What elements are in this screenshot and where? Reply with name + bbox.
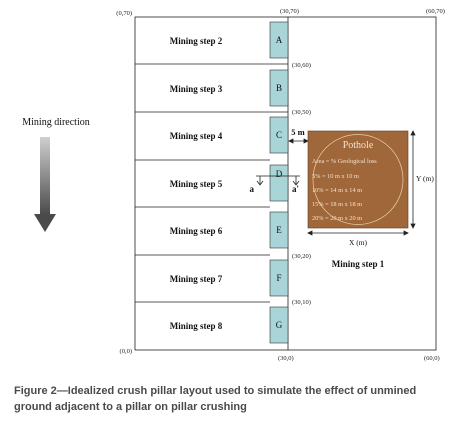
y-dimension	[410, 130, 416, 229]
mining-step-labels: Mining step 2 Mining step 3 Mining step …	[170, 36, 223, 331]
pillar-e	[269, 211, 289, 249]
step-dividers	[135, 63, 288, 303]
coord-top-right: (60,70)	[426, 8, 445, 15]
coord-bottom-mid: (30,0)	[278, 355, 294, 362]
section-mark	[256, 175, 300, 186]
step-label-2: Mining step 2	[170, 36, 223, 46]
pillar-f	[269, 259, 289, 297]
step-label-6: Mining step 6	[170, 226, 223, 236]
model-boundary	[134, 16, 437, 351]
gap-dimension	[288, 138, 309, 144]
coord-30-60: (30,60)	[292, 62, 311, 69]
pillar-d	[269, 164, 289, 202]
step-label-7: Mining step 7	[170, 274, 223, 284]
coord-30-50: (30,50)	[292, 109, 311, 116]
y-dimension-label: Y (m)	[416, 174, 434, 183]
coordinate-labels: (0,70) (30,70) (60,70) (30,60) (30,50) (…	[116, 8, 445, 362]
coord-bottom-left: (0,0)	[120, 348, 132, 355]
pothole-circle	[312, 134, 404, 225]
pillar-g	[269, 306, 289, 344]
coord-top-mid: (30,70)	[280, 8, 299, 15]
coord-30-20: (30,20)	[292, 253, 311, 260]
coord-top-left: (0,70)	[116, 10, 132, 17]
mining-step-1-label: Mining step 1	[332, 259, 385, 269]
pillar-label-g: G	[276, 320, 283, 330]
step-label-8: Mining step 8	[170, 321, 223, 331]
step-label-3: Mining step 3	[170, 84, 223, 94]
pothole-row: 20% = 20 m x 20 m	[312, 215, 362, 222]
pothole-row: 15% = 18 m x 18 m	[312, 201, 362, 208]
pillar-c	[269, 116, 289, 154]
x-dimension	[307, 230, 409, 236]
pillar-label-c: C	[276, 130, 282, 140]
x-dimension-label: X (m)	[349, 238, 368, 247]
crush-pillar-layout-diagram: A B C D E F G Mining step 2 Mining step …	[22, 8, 445, 362]
pothole-area-table: Area = % Geological loss 5% = 10 m x 10 …	[312, 158, 377, 222]
pillar-label-b: B	[276, 83, 282, 93]
pothole-row: 10% = 14 m x 14 m	[312, 187, 362, 194]
pillar-b	[269, 69, 289, 107]
pillar-label-d: D	[276, 169, 283, 179]
gap-label: 5 m	[291, 127, 304, 137]
coord-30-10: (30,10)	[292, 299, 311, 306]
pillar-a	[269, 21, 289, 59]
mining-direction-label: Mining direction	[22, 117, 90, 128]
pillar-label-f: F	[276, 273, 281, 283]
section-label-right: a'	[292, 184, 299, 194]
coord-bottom-right: (60,0)	[424, 355, 440, 362]
figure-caption: Figure 2—Idealized crush pillar layout u…	[14, 385, 417, 413]
pillar-label-a: A	[276, 35, 283, 45]
section-label-left: a	[250, 184, 255, 194]
step-label-4: Mining step 4	[170, 131, 223, 141]
pothole-row: Area = % Geological loss	[312, 158, 377, 165]
pillar-label-e: E	[276, 225, 282, 235]
pothole-row: 5% = 10 m x 10 m	[312, 173, 359, 180]
mining-direction-arrow-icon	[34, 137, 56, 232]
pothole-title: Pothole	[343, 140, 374, 151]
pothole	[307, 130, 409, 229]
step-label-5: Mining step 5	[170, 179, 223, 189]
pillar-group	[269, 21, 289, 344]
pillar-labels: A B C D E F G	[276, 35, 283, 330]
